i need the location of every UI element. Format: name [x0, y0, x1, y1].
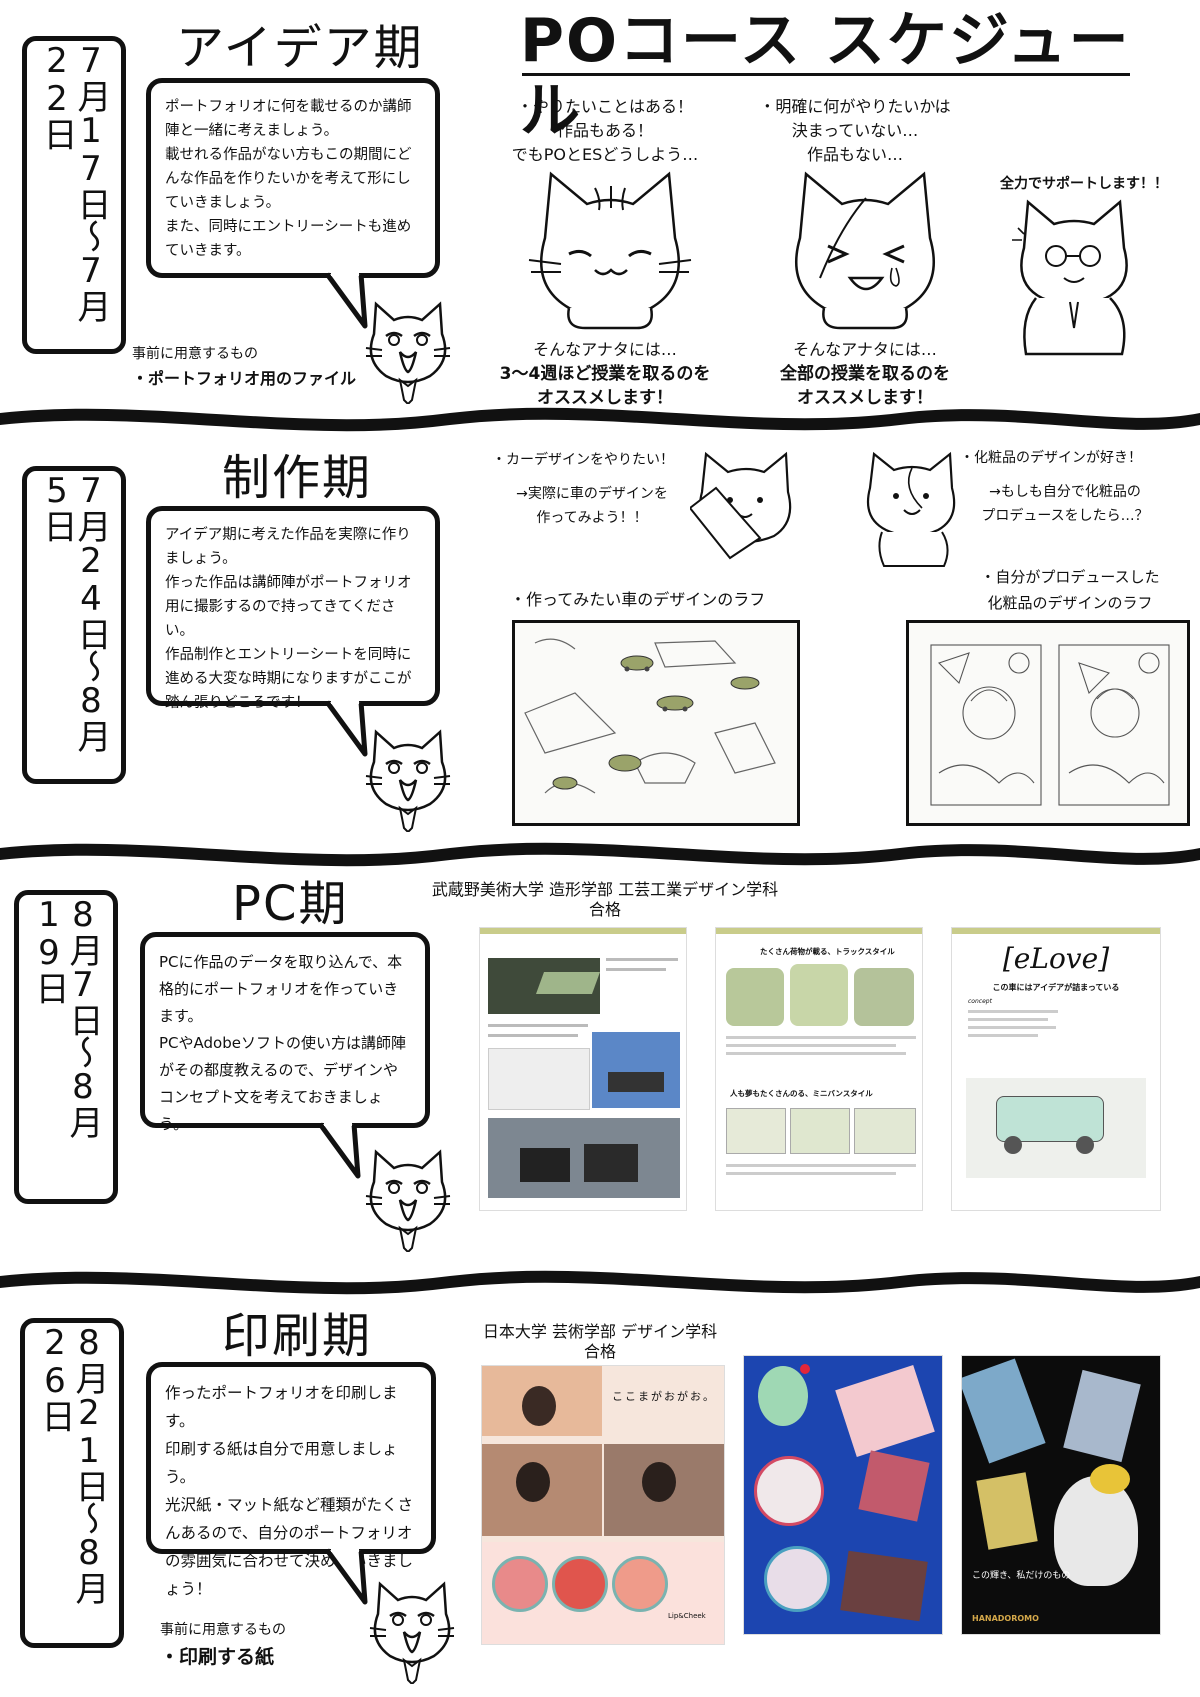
supporting-cat-icon — [1012, 199, 1128, 356]
school-name: 武蔵野美術大学 造形学部 工芸工業デザイン学科 合格 — [431, 880, 779, 919]
prep-item: ・ポートフォリオ用のファイル — [132, 369, 357, 388]
case-a-recommendation: 3〜4週ほど授業を取るのを オススメします！ — [499, 364, 711, 408]
cosmetic-sketch-caption: ・自分がプロデュースした 化粧品のデザインのラフ — [980, 568, 1160, 612]
bubble-text: 作ったポートフォリオを印刷します。 — [165, 1384, 398, 1430]
section-divider — [0, 1270, 1200, 1295]
bubble-tail — [325, 270, 368, 329]
cat-mascot-icon — [369, 1581, 455, 1684]
bubble-text: 光沢紙・マット紙など種類がたくさんあるので、自分のポートフォリオの雰囲気に合わせ… — [165, 1496, 414, 1598]
school-name: 日本大学 芸術学部 デザイン学科 合格 — [482, 1322, 718, 1361]
bubble-text: アイデア期に考えた作品を実際に作りましょう。 — [165, 527, 411, 567]
case-b-text: ・明確に何がやりたいかは 決まっていない… 作品もない… — [759, 97, 951, 164]
bubble-tail — [318, 1120, 361, 1179]
date-box: 7月17日〜7月22日 — [22, 36, 126, 354]
portfolio-page-image: たくさん荷物が載る、トラックスタイル 人も夢もたくさんのる、ミニバンスタイル — [716, 928, 922, 1210]
cosmetic-design-text: ・化粧品のデザインが好き！ →もしも自分で化粧品の プロデュースをしたら…？ — [960, 450, 1149, 524]
bubble-text: 作った作品は講師陣がポートフォリオ用に撮影するので持ってきてください。 — [165, 575, 412, 639]
case-b-recommendation: 全部の授業を取るのを オススメします！ — [780, 364, 950, 408]
bubble-text: 載せれる作品がない方もこの期間にどんな作品を作りたいかを考えて形にしていきましょ… — [165, 147, 412, 211]
bubble-text: PCに作品のデータを取り込んで、本格的にポートフォリオを作っていきます。 — [159, 953, 403, 1025]
section-divider — [0, 842, 1200, 867]
speech-bubble: アイデア期に考えた作品を実際に作りましょう。 作った作品は講師陣がポートフォリオ… — [146, 506, 440, 711]
drawing-cat-icon — [690, 451, 792, 560]
case-b-intro: そんなアナタには… — [793, 340, 937, 359]
cat-mascot-icon — [365, 729, 451, 832]
car-sketch-image — [512, 620, 800, 826]
portfolio-print-image — [744, 1356, 942, 1634]
portfolio-page-image — [480, 928, 686, 1210]
phase-title: 印刷期 — [222, 1308, 373, 1364]
section-divider — [0, 407, 1200, 432]
phase-title: PC期 — [232, 876, 349, 932]
portfolio-print-image: ここまがおがお。 Lip&Cheek — [482, 1366, 724, 1644]
case-a-text: ・やりたいことはある！ 作品もある！ でもPOとESどうしよう… — [511, 97, 699, 164]
bubble-tail — [325, 698, 368, 757]
drawing-cat-icon — [866, 451, 956, 567]
bubble-tail — [325, 1546, 368, 1605]
date-box: 7月24日〜8月5日 — [22, 466, 126, 784]
smiling-cat-icon — [528, 171, 692, 330]
page-title: POコース スケジュール — [520, 6, 1131, 146]
speech-bubble: PCに作品のデータを取り込んで、本格的にポートフォリオを作っていきます。 PCや… — [140, 932, 430, 1133]
bubble-text: また、同時にエントリーシートも進めていきます。 — [165, 219, 412, 259]
date-box: 8月7日〜8月19日 — [14, 890, 118, 1204]
phase-title: 制作期 — [222, 450, 373, 506]
bubble-text: ポートフォリオに何を載せるのか講師陣と一緒に考えましょう。 — [165, 99, 412, 139]
cosmetic-sketch-image — [906, 620, 1190, 826]
prep-label: 事前に用意するもの — [132, 346, 258, 362]
crying-cat-icon — [795, 171, 935, 330]
date-box: 8月21日〜8月26日 — [20, 1318, 124, 1648]
bubble-text: 作品制作とエントリーシートを同時に進める大変な時期になりますがここが踏ん張りどこ… — [165, 647, 412, 711]
cat-mascot-icon — [365, 301, 451, 404]
prep-item: ・印刷する紙 — [160, 1646, 275, 1668]
speech-bubble: ポートフォリオに何を載せるのか講師陣と一緒に考えましょう。 載せれる作品がない方… — [146, 78, 440, 278]
bubble-text: 印刷する紙は自分で用意しましょう。 — [165, 1440, 398, 1486]
phase-title: アイデア期 — [176, 20, 424, 76]
portfolio-page-image: [eLove] この車にはアイデアが詰まっている concept — [952, 928, 1160, 1210]
bubble-text: PCやAdobeソフトの使い方は講師陣がその都度教えるので、デザインやコンセプト… — [159, 1034, 406, 1133]
portfolio-print-image: この輝き、私だけのもの HANADOROMO — [962, 1356, 1160, 1634]
car-sketch-caption: ・作ってみたい車のデザインのラフ — [510, 590, 766, 609]
cat-mascot-icon — [365, 1149, 451, 1252]
speech-bubble: 作ったポートフォリオを印刷します。 印刷する紙は自分で用意しましょう。 光沢紙・… — [146, 1362, 436, 1598]
car-design-text: ・カーデザインをやりたい！ →実際に車のデザインを 作ってみよう！！ — [492, 452, 674, 526]
prep-label: 事前に用意するもの — [160, 1622, 286, 1638]
case-a-intro: そんなアナタには… — [533, 340, 677, 359]
title-underline — [522, 73, 1130, 76]
support-text: 全力でサポートします！！ — [1000, 176, 1168, 192]
